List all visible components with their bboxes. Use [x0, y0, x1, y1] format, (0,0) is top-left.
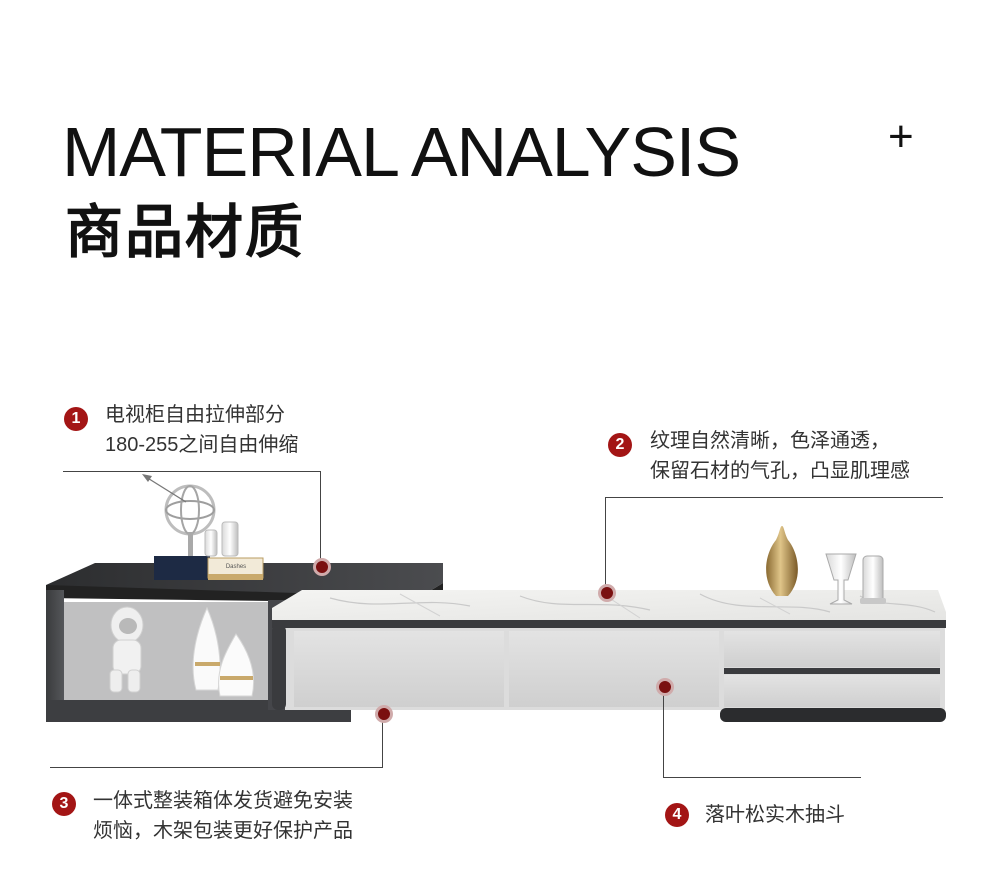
callout-3-line-v: [382, 712, 383, 768]
decor-items: Dashes: [109, 484, 886, 697]
callout-1-badge: 1: [64, 407, 88, 431]
callout-4-line-v: [663, 686, 664, 778]
callout-2-line2: 保留石材的气孔，凸显肌理感: [650, 460, 910, 482]
book-title: Dashes: [226, 564, 246, 570]
callout-1-line-h: [63, 471, 321, 472]
callout-2-badge: 2: [608, 433, 632, 457]
hotspot-2[interactable]: [598, 584, 616, 602]
callout-3-line2: 烦恼，木架包装更好保护产品: [93, 820, 353, 842]
callout-4-text: 落叶松实木抽斗: [705, 800, 845, 830]
callout-3-badge: 3: [52, 792, 76, 816]
callout-1-line-v: [320, 471, 321, 565]
marble-cabinet: [272, 590, 946, 722]
hotspot-1[interactable]: [313, 558, 331, 576]
callout-3-line1: 一体式整装箱体发货避免安装: [93, 790, 353, 812]
hotspot-3[interactable]: [375, 705, 393, 723]
callout-1-text: 电视柜自由拉伸部分 180-255之间自由伸缩: [105, 400, 298, 460]
callout-1-line1: 电视柜自由拉伸部分: [105, 404, 285, 426]
callout-2-text: 纹理自然清晰，色泽通透， 保留石材的气孔，凸显肌理感: [650, 426, 910, 486]
callout-1-line2: 180-255之间自由伸缩: [105, 434, 299, 456]
plus-icon[interactable]: +: [888, 112, 914, 161]
title-chinese: 商品材质: [65, 200, 306, 265]
callout-4-line-h: [663, 777, 861, 778]
callout-2-line-h: [605, 497, 943, 498]
callout-3-text: 一体式整装箱体发货避免安装 烦恼，木架包装更好保护产品: [93, 786, 353, 846]
callout-2-line-v: [605, 497, 606, 591]
callout-2-line1: 纹理自然清晰，色泽通透，: [650, 430, 890, 452]
title-english: MATERIAL ANALYSIS: [62, 113, 741, 191]
callout-4-line1: 落叶松实木抽斗: [705, 804, 845, 826]
callout-4-badge: 4: [665, 803, 689, 827]
callout-3-line-h: [50, 767, 383, 768]
hotspot-4[interactable]: [656, 678, 674, 696]
